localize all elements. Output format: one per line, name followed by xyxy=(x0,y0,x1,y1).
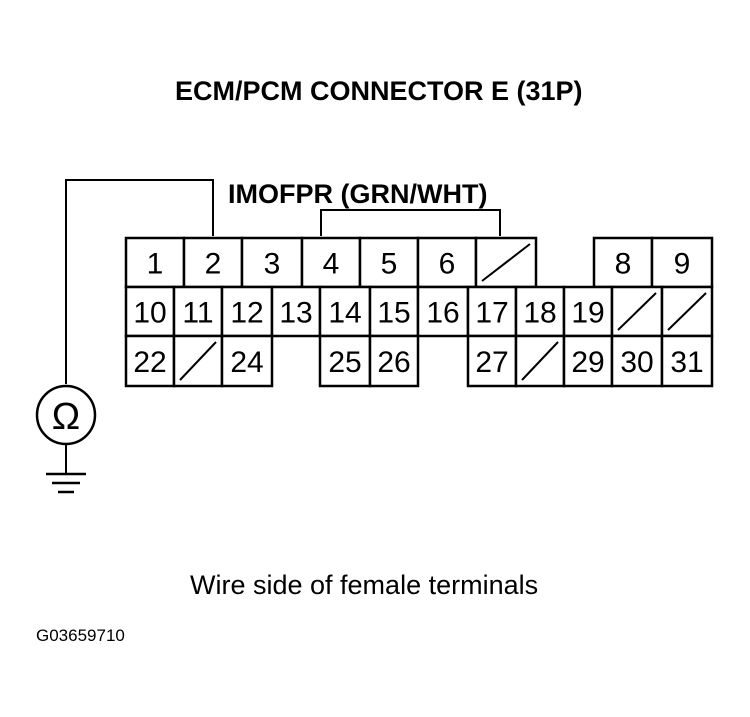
terminal-number: 27 xyxy=(475,346,508,379)
terminal-18: 18 xyxy=(514,285,566,338)
terminal-27: 27 xyxy=(466,334,518,388)
terminal-number: 17 xyxy=(475,296,508,329)
terminal-cell xyxy=(124,236,186,289)
terminal-cell xyxy=(416,236,478,289)
terminal-cell xyxy=(270,285,322,338)
terminal-8: 8 xyxy=(592,236,654,289)
terminal-number: 4 xyxy=(323,247,340,280)
terminal-31: 31 xyxy=(660,334,714,388)
terminal-17: 17 xyxy=(466,285,518,338)
terminal-11: 11 xyxy=(172,285,224,338)
terminal-number: 19 xyxy=(571,296,604,329)
terminal-2: 2 xyxy=(182,236,244,289)
terminal-1: 1 xyxy=(124,236,186,289)
terminal-4: 4 xyxy=(300,236,362,289)
terminal-number: 22 xyxy=(133,346,166,379)
terminal-number: 11 xyxy=(182,296,213,329)
terminal-number: 2 xyxy=(205,247,222,280)
terminal-number: 18 xyxy=(523,296,556,329)
terminal-number: 10 xyxy=(133,296,166,329)
terminal-unused xyxy=(610,285,664,338)
terminal-12: 12 xyxy=(220,285,274,338)
terminal-30: 30 xyxy=(610,334,664,388)
terminal-13: 13 xyxy=(270,285,322,338)
terminal-number: 6 xyxy=(439,247,456,280)
terminal-number: 16 xyxy=(426,296,459,329)
terminal-19: 19 xyxy=(562,285,614,338)
terminal-15: 15 xyxy=(368,285,420,338)
terminal-unused xyxy=(514,334,566,388)
terminal-cell xyxy=(514,285,566,338)
diagram-title: ECM/PCM CONNECTOR E (31P) xyxy=(175,76,583,106)
terminal-number: 3 xyxy=(264,247,281,280)
unused-terminal-slash xyxy=(667,292,707,331)
terminal-cell xyxy=(172,285,224,338)
terminal-cell xyxy=(220,334,274,388)
terminal-number: 25 xyxy=(328,346,361,379)
terminal-number: 31 xyxy=(670,346,703,379)
terminal-number: 12 xyxy=(230,296,263,329)
terminal-number: 14 xyxy=(328,296,361,329)
terminal-unused xyxy=(172,334,224,388)
terminal-number: 26 xyxy=(377,346,410,379)
wire-label-bracket xyxy=(320,209,501,236)
terminal-number: 8 xyxy=(615,247,632,280)
terminal-unused xyxy=(474,236,538,289)
terminal-number: 5 xyxy=(381,247,398,280)
terminal-cell xyxy=(368,334,420,388)
terminal-number: 1 xyxy=(147,247,164,280)
terminal-26: 26 xyxy=(368,334,420,388)
ohmmeter-lead xyxy=(65,179,214,384)
terminal-number: 24 xyxy=(230,346,263,379)
terminal-cell xyxy=(124,334,176,388)
terminal-number: 29 xyxy=(571,346,604,379)
terminal-14: 14 xyxy=(318,285,372,338)
terminal-5: 5 xyxy=(358,236,420,289)
unused-terminal-slash xyxy=(179,341,217,381)
terminal-10: 10 xyxy=(124,285,176,338)
wire-label: IMOFPR (GRN/WHT) xyxy=(228,179,487,209)
ohm-icon: Ω xyxy=(52,396,80,438)
unused-terminal-slash xyxy=(617,292,657,331)
unused-terminal-slash xyxy=(481,243,531,282)
terminal-unused xyxy=(660,285,714,338)
terminal-22: 22 xyxy=(124,334,176,388)
terminal-3: 3 xyxy=(240,236,304,289)
terminal-cell xyxy=(650,236,714,289)
terminal-cell xyxy=(416,285,470,338)
diagram-caption: Wire side of female terminals xyxy=(190,570,538,600)
terminal-number: 9 xyxy=(674,247,691,280)
terminal-16: 16 xyxy=(416,285,470,338)
terminal-9: 9 xyxy=(650,236,714,289)
terminal-number: 30 xyxy=(620,346,653,379)
terminal-number: 13 xyxy=(279,296,312,329)
terminal-6: 6 xyxy=(416,236,478,289)
unused-terminal-slash xyxy=(521,341,559,381)
terminal-29: 29 xyxy=(562,334,614,388)
terminal-24: 24 xyxy=(220,334,274,388)
terminal-number: 15 xyxy=(377,296,410,329)
terminal-25: 25 xyxy=(318,334,372,388)
ohmmeter-symbol: Ω xyxy=(35,384,97,446)
ground-icon xyxy=(46,444,86,494)
figure-id: G03659710 xyxy=(36,626,125,645)
terminal-cell xyxy=(660,334,714,388)
